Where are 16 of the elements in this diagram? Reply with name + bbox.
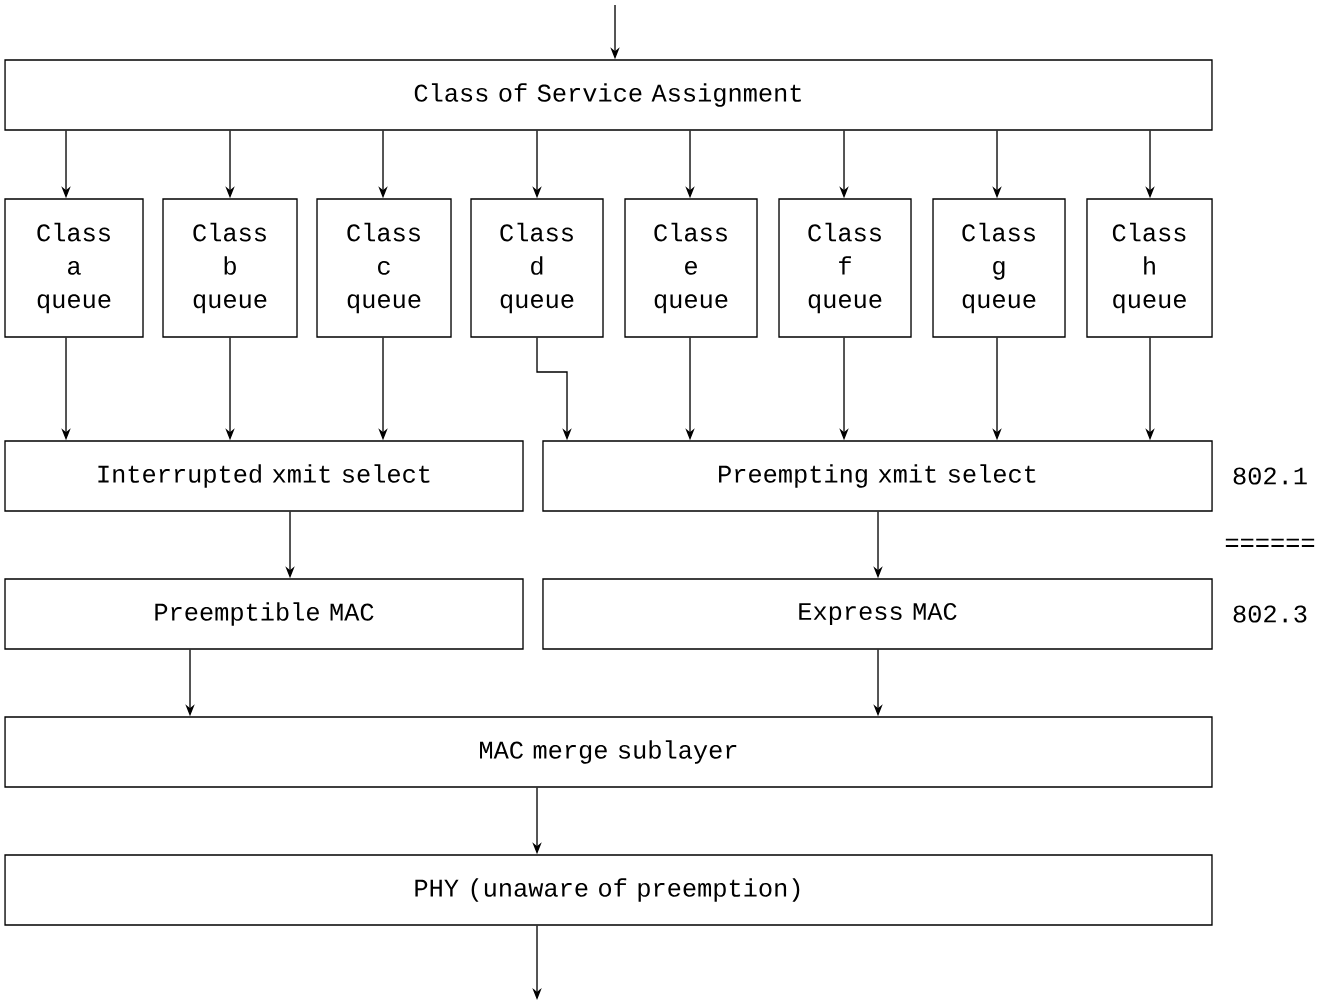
queue-box: Class c queue xyxy=(316,198,452,338)
select-box: Preempting xmit select xyxy=(542,440,1213,512)
queue-box: Class e queue xyxy=(624,198,758,338)
queue-box: Class h queue xyxy=(1086,198,1213,338)
mac-box: Express MAC xyxy=(542,578,1213,650)
queue-box: Class b queue xyxy=(162,198,298,338)
select-box: Interrupted xmit select xyxy=(4,440,524,512)
layer-box: Class of Service Assignment xyxy=(4,59,1213,131)
layer-box: MAC merge sublayer xyxy=(4,716,1213,788)
layer-box: PHY (unaware of preemption) xyxy=(4,854,1213,926)
divider-label: ====== xyxy=(1225,538,1315,547)
mac-box: Preemptible MAC xyxy=(4,578,524,650)
queue-box: Class d queue xyxy=(470,198,604,338)
queue-box: Class a queue xyxy=(4,198,144,338)
queue-box: Class f queue xyxy=(778,198,912,338)
queue-box: Class g queue xyxy=(932,198,1066,338)
